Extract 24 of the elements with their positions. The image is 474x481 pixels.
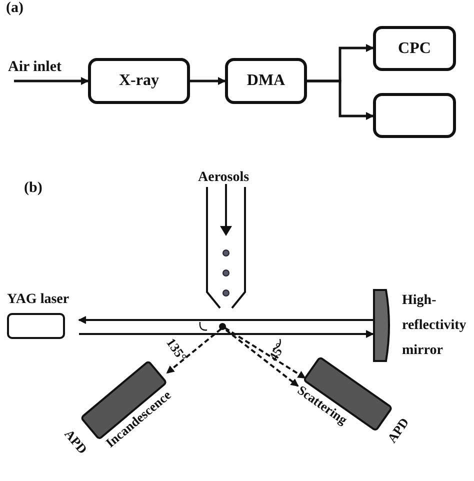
box-label: DMA <box>246 72 286 90</box>
mirror-label: High-reflectivity mirror <box>402 292 468 360</box>
panel-label: (a) <box>6 0 24 17</box>
dashed-arrow <box>225 329 299 387</box>
arrow <box>14 77 89 85</box>
arrow <box>79 330 374 338</box>
process-box <box>88 58 190 104</box>
box-label: X-ray <box>119 72 159 90</box>
dashed-arrow <box>166 328 222 374</box>
dashed-arrow <box>224 327 306 379</box>
laser-label: YAG laser <box>7 292 70 308</box>
box-label: CPC <box>398 40 431 58</box>
arrow <box>307 80 374 120</box>
particle-point <box>219 323 226 330</box>
panel-label: (b) <box>24 180 42 197</box>
process-box <box>373 26 456 71</box>
process-box <box>373 93 456 138</box>
angle-label: 135° <box>162 335 190 365</box>
inlet-label: Aerosols <box>198 170 250 186</box>
process-box <box>225 58 307 104</box>
inlet-label: Air inlet <box>8 59 62 75</box>
detector-label: APD <box>60 426 90 458</box>
arrow <box>190 77 226 85</box>
arrow <box>78 316 373 324</box>
